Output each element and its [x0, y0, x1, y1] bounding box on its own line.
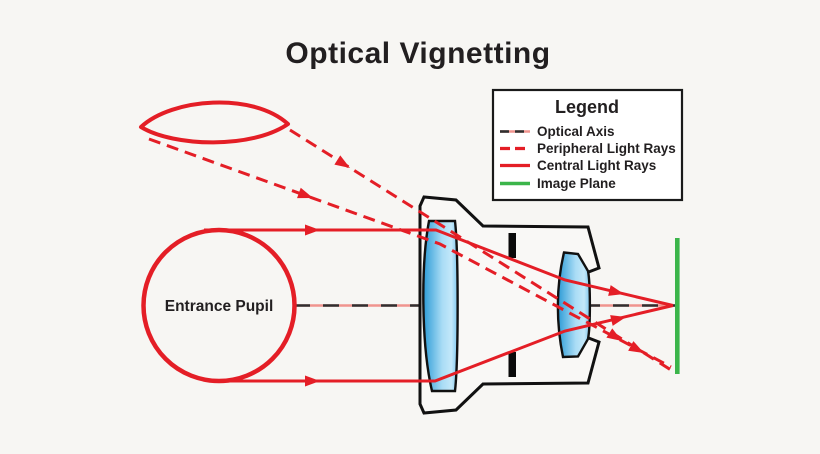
peripheral-light-rays	[148, 128, 672, 372]
peripheral-ray-lower	[148, 137, 672, 369]
legend-title: Legend	[555, 97, 619, 117]
page-title: Optical Vignetting	[285, 37, 550, 70]
aperture-stop-top-blade	[508, 233, 516, 258]
ray-arrowheads	[297, 155, 644, 387]
image-plane-line	[675, 238, 680, 374]
legend-item-optical-axis: Optical Axis	[537, 124, 615, 139]
legend-item-central-rays: Central Light Rays	[537, 158, 656, 173]
arrowhead-icon	[305, 375, 320, 387]
legend-box: Legend Optical Axis Peripheral Light Ray…	[491, 88, 684, 202]
arrowhead-icon	[606, 328, 622, 341]
arrowhead-icon	[610, 315, 626, 326]
front-lens-element	[422, 219, 459, 393]
arrowhead-icon	[334, 155, 350, 168]
arrowhead-icon	[305, 224, 320, 236]
entrance-pupil-label: Entrance Pupil	[165, 298, 274, 315]
arrowhead-icon	[608, 285, 624, 296]
legend-item-peripheral-rays: Peripheral Light Rays	[537, 141, 676, 156]
off-axis-lens-outline	[139, 100, 290, 145]
arrowhead-icon	[297, 187, 313, 199]
legend-item-image-plane: Image Plane	[537, 176, 616, 191]
aperture-stop-bottom-blade	[508, 352, 516, 377]
arrowhead-icon	[628, 341, 644, 353]
rear-lens-element	[556, 251, 592, 359]
